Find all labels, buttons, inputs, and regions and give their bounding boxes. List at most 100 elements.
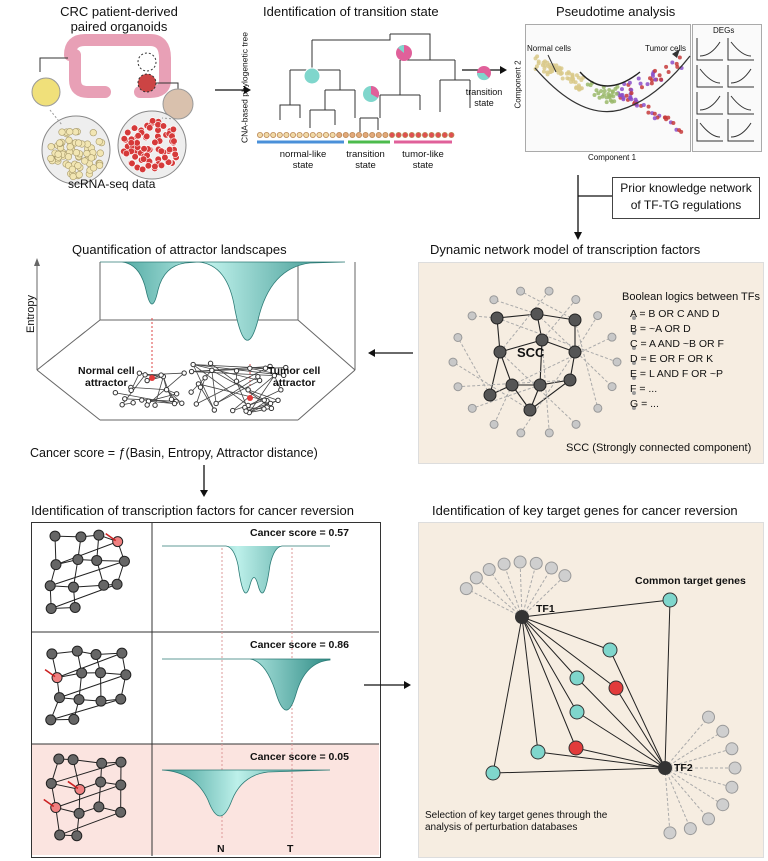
cell-dot — [629, 97, 634, 102]
cell — [169, 125, 177, 133]
tf-panel-title: Identification of transcription factors … — [31, 503, 354, 518]
cell-dot — [619, 93, 624, 98]
common-target-label: Common target genes — [635, 575, 746, 587]
pseudotime-xaxis: Component 1 — [588, 153, 637, 162]
knockout-mark — [44, 668, 56, 678]
rule-5: E = L AND F OR ~P — [630, 368, 723, 380]
state-node — [245, 387, 251, 393]
peripheral-node — [544, 428, 554, 438]
state-node — [271, 372, 278, 379]
cell — [72, 149, 81, 157]
tf-node — [93, 529, 105, 541]
state-node — [122, 396, 128, 402]
deg-curve — [730, 68, 752, 84]
state-edge — [191, 366, 271, 372]
cell-dot — [574, 85, 579, 90]
boolean-logic-title: Boolean logics between TFs — [622, 291, 760, 303]
cell — [58, 128, 66, 136]
tf2-edge-peripheral — [664, 716, 709, 769]
state-edge — [247, 389, 279, 401]
tf-node — [53, 753, 65, 765]
cell-dot — [629, 91, 634, 96]
network-edge-peripheral — [499, 290, 550, 353]
peripheral-node — [467, 403, 477, 413]
tf2-edge-peripheral — [664, 767, 671, 833]
tf-node — [76, 667, 88, 679]
tf2-edge — [575, 747, 666, 769]
peripheral-gene — [716, 798, 730, 812]
tf2-edge — [664, 599, 671, 769]
state-node — [136, 370, 143, 376]
state-node — [233, 368, 240, 374]
cell-dot — [619, 87, 624, 92]
dynamic-network-panel — [418, 262, 764, 464]
tf2-edge — [609, 649, 666, 769]
leaf — [349, 131, 356, 138]
peripheral-node — [516, 286, 526, 296]
deg-curve — [730, 122, 752, 138]
state-edge — [249, 367, 284, 376]
state-edge — [198, 383, 265, 401]
tf-node — [71, 645, 83, 657]
leaf — [270, 131, 277, 138]
cell-dot — [652, 116, 657, 121]
cell-dot — [664, 64, 669, 69]
peripheral-node — [467, 311, 477, 321]
cell-dot — [576, 83, 581, 88]
cell-dot — [604, 100, 609, 105]
cell — [149, 117, 157, 125]
deg-curve — [699, 95, 721, 111]
state-node — [280, 372, 287, 379]
state-edge — [195, 377, 206, 405]
state-node — [152, 402, 158, 408]
tf-node — [115, 756, 127, 768]
leaf — [362, 131, 369, 138]
tf2-edge — [576, 677, 666, 769]
tf2-edge-peripheral — [664, 730, 724, 769]
network-edge-peripheral — [574, 315, 599, 353]
cell — [81, 157, 89, 165]
cell — [159, 122, 168, 130]
cell-dot — [646, 104, 651, 109]
rule-6: F = ... — [630, 383, 658, 395]
tf1-edge — [521, 599, 671, 618]
network-edge-peripheral — [452, 361, 531, 411]
state-node — [142, 372, 148, 378]
tumor-like-label: tumor-like state — [402, 149, 444, 171]
leaf — [289, 131, 296, 138]
cell — [64, 153, 73, 161]
cell — [68, 165, 77, 173]
tf-edge — [51, 761, 122, 784]
dynamic-title: Dynamic network model of transcription f… — [430, 242, 701, 257]
peripheral-node — [593, 403, 603, 413]
tf1-label: TF1 — [536, 603, 555, 615]
state-node — [188, 368, 195, 375]
tumor-attractor-label: Tumor cell attractor — [268, 365, 321, 389]
cell — [171, 150, 179, 158]
leaf — [428, 131, 435, 138]
peripheral-node — [448, 357, 458, 367]
tf2-edge-peripheral — [664, 767, 691, 829]
state-edge — [249, 407, 272, 413]
leaf — [329, 131, 336, 138]
tf-node — [67, 754, 79, 766]
cell — [96, 149, 104, 157]
deg-curve — [699, 68, 721, 84]
leaf — [342, 131, 349, 138]
cell — [75, 171, 83, 179]
normal-attractor-label: Normal cell attractor — [78, 365, 135, 389]
cell — [47, 143, 55, 151]
state-node — [261, 406, 267, 412]
tf-node — [53, 692, 65, 704]
rule-bullet — [632, 391, 636, 395]
cell — [138, 165, 147, 173]
deg-axis — [696, 92, 723, 115]
cell — [143, 132, 151, 141]
tf-node — [483, 388, 497, 402]
peripheral-gene — [513, 555, 527, 569]
tf-node — [115, 693, 127, 705]
scrna-caption: scRNA-seq data — [68, 177, 156, 191]
